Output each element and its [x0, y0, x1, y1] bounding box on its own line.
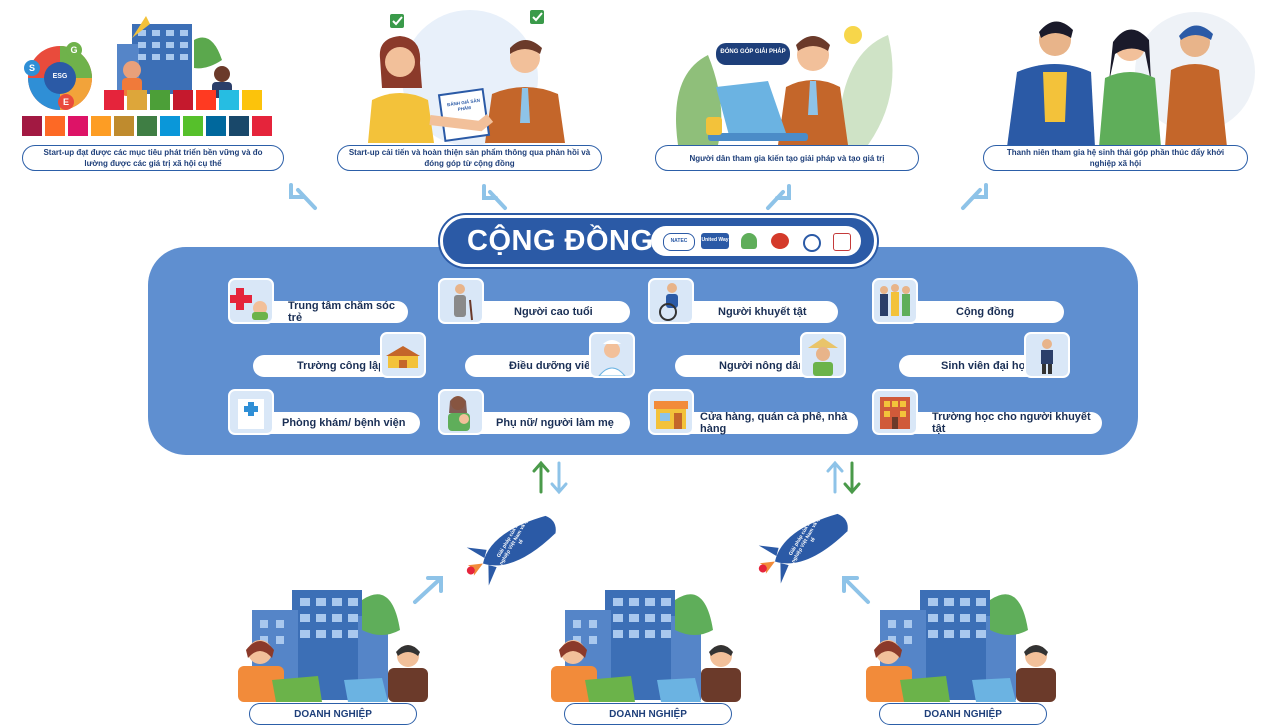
arrow-head-1 — [289, 183, 305, 199]
arrow-to-card-3 — [766, 190, 785, 210]
hospital-icon — [228, 389, 274, 435]
category-disabled: Người khuyết tật — [652, 301, 838, 323]
category-elderly: Người cao tuổi — [442, 301, 630, 323]
category-label: Điều dưỡng viên — [509, 360, 597, 372]
category-childcare: Trung tâm chăm sóc trẻ — [232, 300, 408, 324]
office-building-icon — [551, 590, 741, 702]
community-banner: CỘNG ĐỒNG NATEC United Way — [440, 215, 877, 267]
wheel-logo — [803, 234, 821, 252]
esg-center-label: ESG — [52, 73, 68, 80]
school-icon — [380, 332, 426, 378]
united-way-logo — [701, 233, 729, 249]
arrow-to-card-2 — [488, 190, 507, 210]
esg-letter-e: E — [62, 97, 69, 107]
esg-letter-s: S — [28, 63, 35, 73]
childcare-icon — [228, 278, 274, 324]
arrow-to-card-1 — [296, 188, 317, 210]
category-community: Cộng đồng — [876, 301, 1064, 323]
business-illustration-2 — [545, 580, 745, 702]
united-way-logo-text: United Way — [701, 237, 729, 243]
esg-letter-g: G — [70, 45, 78, 55]
arrow-pair-left — [532, 460, 568, 495]
business-illustration-3 — [860, 580, 1060, 702]
student-icon — [1024, 332, 1070, 378]
sdg-esg-illustration: ESG S G E — [22, 10, 292, 145]
office-building-icon — [238, 590, 428, 702]
handshake-illustration: ĐÁNH GIÁ SẢN PHẨM — [350, 8, 590, 148]
laptop-person-icon — [676, 26, 893, 145]
youth-group-icon — [1007, 12, 1255, 147]
arrow-pair-right — [826, 460, 861, 495]
esg-wheel-icon — [24, 42, 92, 110]
category-label: Phụ nữ/ người làm mẹ — [496, 417, 614, 429]
arrow-head-3 — [775, 184, 791, 200]
business-label-1: DOANH NGHIỆP — [249, 703, 417, 725]
arrow-head-4 — [972, 183, 988, 199]
mother-icon — [438, 389, 484, 435]
sdg-tiles-icon — [22, 16, 272, 136]
office-building-icon — [866, 590, 1056, 702]
category-label: Người nông dân — [719, 360, 806, 372]
rocket-right — [752, 503, 862, 584]
speech-bubble-text: ĐÓNG GÓP GIẢI PHÁP — [720, 49, 786, 55]
category-shops: Cửa hàng, quán cà phê, nhà hàng — [652, 411, 858, 435]
youth-group-illustration — [995, 12, 1255, 147]
natec-logo — [663, 233, 695, 251]
natec-logo-text: NATEC — [670, 238, 688, 244]
category-hospital: Phòng khám/ bệnh viện — [232, 412, 420, 434]
top-card-2: Start-up cải tiến và hoàn thiện sản phẩm… — [337, 145, 602, 171]
top-card-4: Thanh niên tham gia hệ sinh thái góp phầ… — [983, 145, 1248, 171]
category-label: Trung tâm chăm sóc trẻ — [288, 300, 395, 324]
category-mother: Phụ nữ/ người làm mẹ — [442, 412, 630, 434]
top-card-3: Người dân tham gia kiến tạo giải pháp và… — [655, 145, 919, 171]
farmer-icon — [800, 332, 846, 378]
tree-logo — [741, 233, 757, 249]
category-special-school: Trường học cho người khuyết tật — [876, 411, 1102, 435]
shop-icon — [648, 389, 694, 435]
category-label: Người cao tuổi — [514, 306, 593, 318]
nurse-icon — [589, 332, 635, 378]
business-illustration-1 — [232, 580, 432, 702]
wheelchair-icon — [648, 278, 694, 324]
category-label: Người khuyết tật — [718, 306, 807, 318]
rocket-icon — [466, 515, 556, 586]
category-label: Sinh viên đại học — [941, 360, 1032, 372]
business-label-3: DOANH NGHIỆP — [879, 703, 1047, 725]
category-label: Cửa hàng, quán cà phê, nhà hàng — [700, 411, 848, 435]
community-icon — [872, 278, 918, 324]
partner-logos: NATEC United Way — [651, 226, 861, 256]
elderly-icon — [438, 278, 484, 324]
arrow-to-card-4 — [961, 188, 982, 210]
community-title: CỘNG ĐỒNG — [467, 225, 654, 257]
category-label: Phòng khám/ bệnh viện — [282, 417, 406, 429]
rocket-icon — [758, 513, 848, 584]
category-label: Trường học cho người khuyết tật — [932, 411, 1091, 435]
business-label-2: DOANH NGHIỆP — [564, 703, 732, 725]
top-card-1: Start-up đạt được các mục tiêu phát triể… — [22, 145, 284, 171]
youth-union-logo — [771, 233, 789, 249]
laptop-person-illustration: ĐÓNG GÓP GIẢI PHÁP — [668, 15, 908, 145]
category-label: Trường công lập — [297, 360, 385, 372]
youth-reach-logo — [833, 233, 851, 251]
special-school-icon — [872, 389, 918, 435]
speech-bubble — [716, 43, 790, 65]
category-label: Cộng đồng — [956, 306, 1015, 318]
rocket-left — [460, 505, 570, 586]
arrow-head-2 — [482, 184, 498, 200]
handshake-icon — [368, 10, 565, 146]
